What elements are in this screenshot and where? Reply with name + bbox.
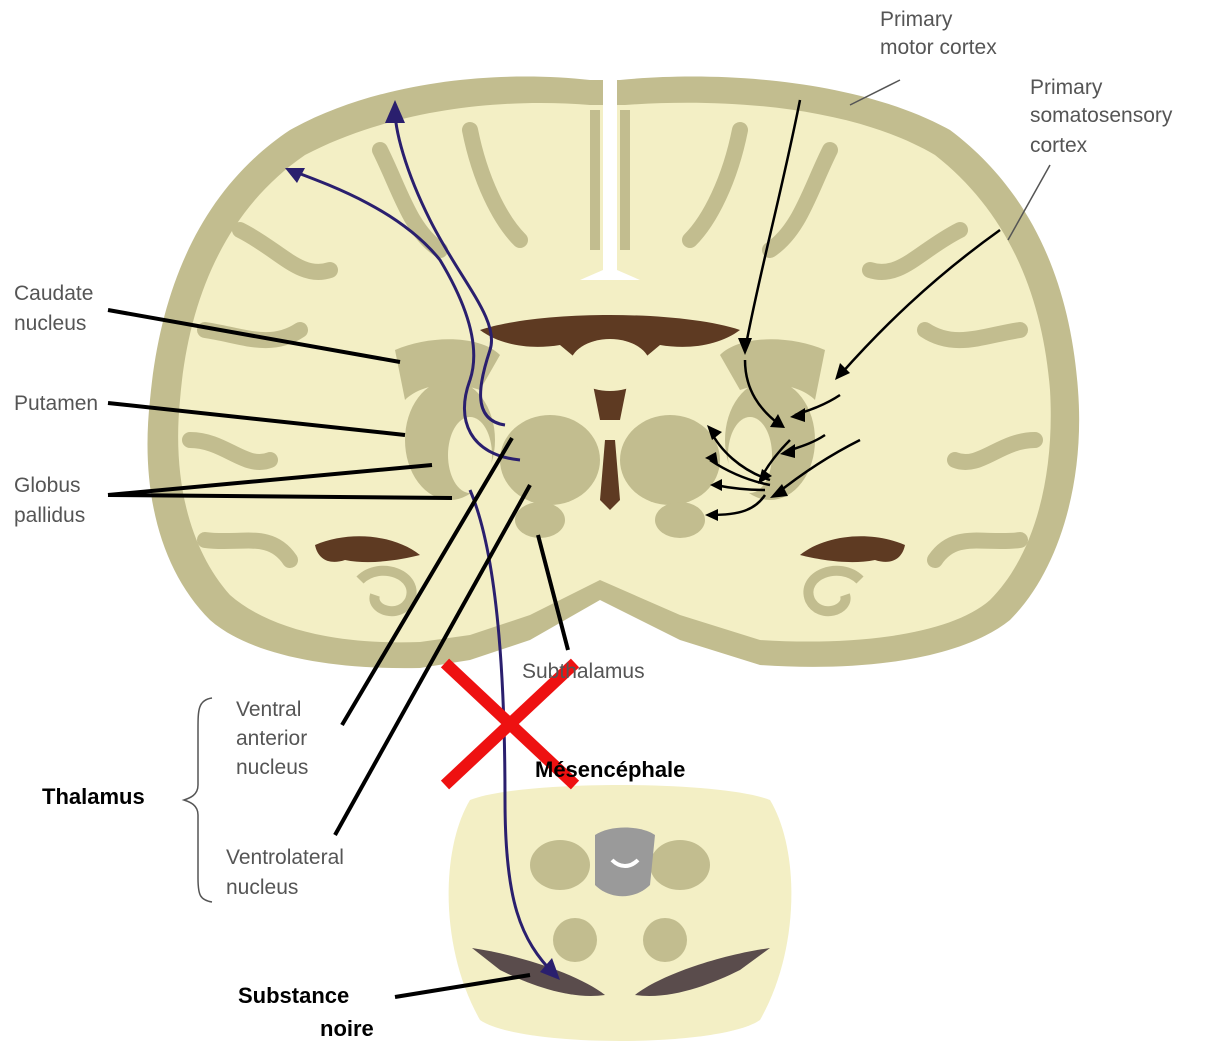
label-subthalamus: Subthalamus [522,660,645,683]
label-ventral-anterior-nucleus: Ventral anterior nucleus [236,698,313,779]
label-primary-motor-cortex: Primary motor cortex [880,8,997,59]
label-caudate-nucleus: Caudate nucleus [14,282,99,335]
label-globus-pallidus: Globus pallidus [14,474,86,527]
midbrain-section [449,785,792,1041]
coronal-section [148,77,1080,669]
label-putamen: Putamen [14,392,98,415]
label-mesencephale: Mésencéphale [535,757,685,782]
label-substance-noire: Substance noire [238,983,374,1041]
cerebral-aqueduct [595,828,655,897]
label-primary-somatosensory-cortex: Primary somatosensory cortex [1030,76,1178,157]
label-ventrolateral-nucleus: Ventrolateral nucleus [226,846,350,899]
thalamus-brace [184,698,212,902]
label-thalamus: Thalamus [42,784,145,809]
midbrain-outline [449,785,792,1041]
